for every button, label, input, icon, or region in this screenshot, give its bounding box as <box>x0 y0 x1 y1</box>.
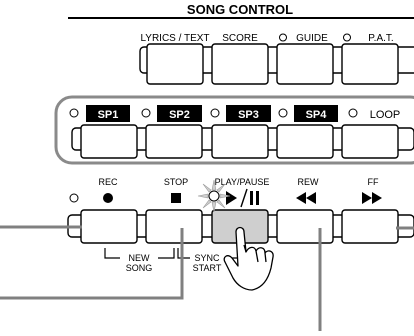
rec-label: REC <box>98 177 118 187</box>
sp2-button[interactable] <box>146 125 202 158</box>
sp3-button[interactable] <box>212 125 268 158</box>
rec-icon <box>103 193 113 203</box>
loop-led <box>349 109 357 117</box>
loop-label: LOOP <box>370 109 401 121</box>
pat-label: P.A.T. <box>368 33 393 44</box>
play-pause-icon <box>226 189 259 207</box>
sync-start-label-line1: SYNC <box>194 253 220 263</box>
sp3-label: SP3 <box>238 109 259 121</box>
sp2-label: SP2 <box>169 109 190 121</box>
stop-label: STOP <box>164 177 188 187</box>
stop-icon <box>171 193 181 203</box>
section-heading: SONG CONTROL <box>187 2 293 17</box>
sp4-label: SP4 <box>306 109 328 121</box>
sp1-label: SP1 <box>98 109 119 121</box>
rec-led <box>70 194 78 202</box>
ff-label: FF <box>368 177 379 187</box>
score-label: SCORE <box>222 33 258 44</box>
rec-button[interactable] <box>81 210 137 243</box>
sp1-led <box>70 109 78 117</box>
rewind-icon <box>296 192 316 204</box>
sp2-led <box>142 109 150 117</box>
rew-button[interactable] <box>277 210 333 243</box>
score-button[interactable] <box>212 44 268 84</box>
fast-forward-icon <box>362 192 382 204</box>
sp4-led <box>279 109 287 117</box>
stop-button[interactable] <box>146 210 202 243</box>
loop-button[interactable] <box>342 125 398 158</box>
pat-button[interactable] <box>342 44 398 84</box>
new-song-label-line1: NEW <box>129 253 151 263</box>
guide-label: GUIDE <box>296 33 328 44</box>
sync-start-label-line2: START <box>193 263 222 273</box>
pat-led <box>344 34 351 41</box>
guide-led <box>280 34 287 41</box>
sp1-button[interactable] <box>81 125 137 158</box>
lyrics-text-label: LYRICS / TEXT <box>140 33 209 44</box>
rew-label: REW <box>298 177 320 187</box>
ff-button[interactable] <box>342 210 398 243</box>
guide-button[interactable] <box>277 44 333 84</box>
sp3-led <box>211 109 219 117</box>
sp4-button[interactable] <box>277 125 333 158</box>
new-song-label-line2: SONG <box>126 263 153 273</box>
lyrics-text-button[interactable] <box>147 44 203 84</box>
